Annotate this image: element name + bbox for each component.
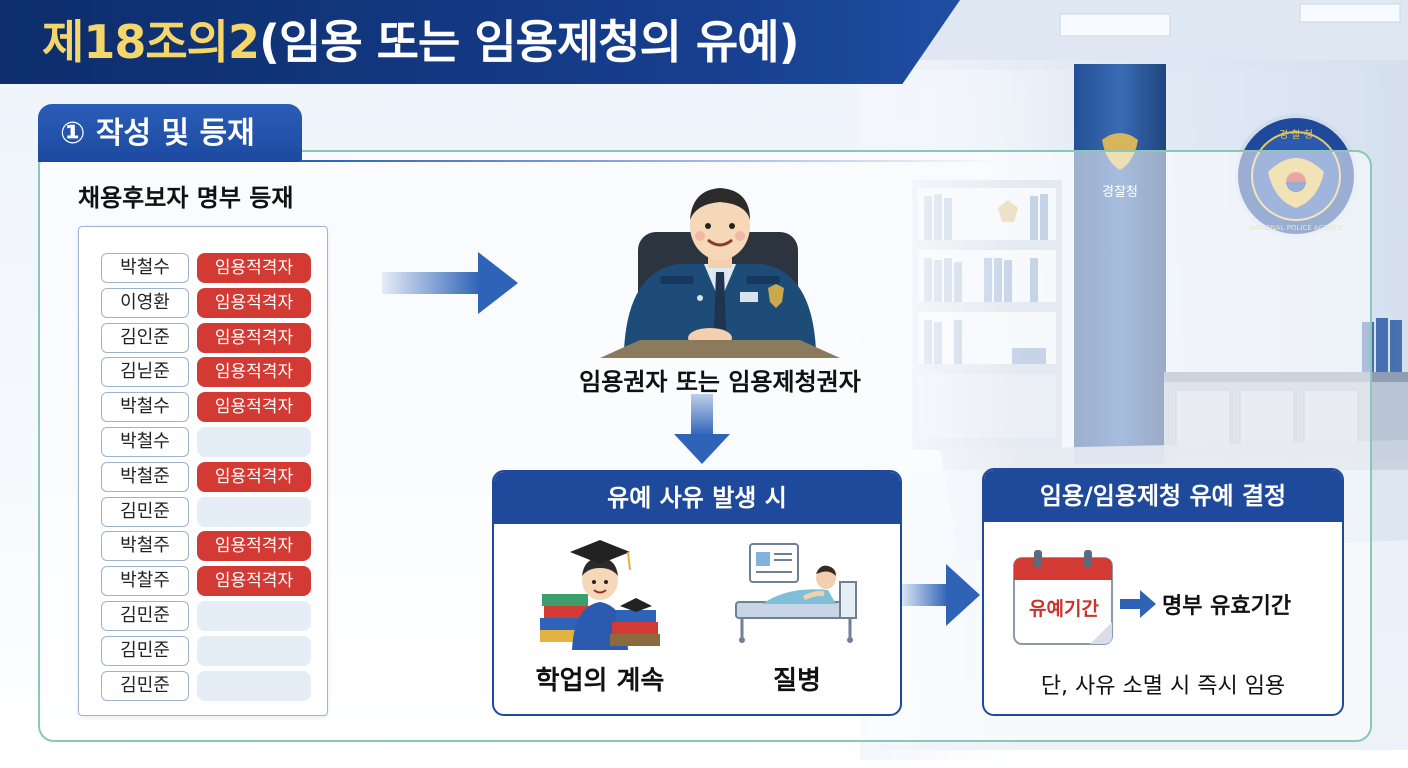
title-subject: (임용 또는 임용제청의 유예) [258,15,800,69]
arrow-down-icon [674,394,730,464]
candidate-row: 박찰주 임용적격자 [101,566,313,597]
qualified-badge: 임용적격자 [197,322,311,353]
qualified-badge: 임용적격자 [197,531,311,562]
section-tab [38,104,302,162]
candidate-name: 이영환 [101,287,189,318]
graduate-icon [540,540,660,650]
title-article-number: 제18조의2 [42,15,260,69]
deferral-reason-panel: 유예 사유 발생 시 [492,470,902,716]
tab-divider [300,160,1000,162]
arrow-right-icon [382,252,518,314]
deferral-decision-header: 임용/임용제청 유예 결정 [984,470,1342,522]
qualified-badge: 임용적격자 [197,461,311,492]
candidate-name: 김민준 [101,496,189,527]
empty-status-slot [197,635,311,666]
candidate-row: 박철수 임용적격자 [101,392,313,423]
candidate-name: 박철수 [101,253,189,283]
candidate-row: 이영환 임용적격자 [101,287,313,318]
immediate-appointment-note: 단, 사유 소멸 시 즉시 임용 [1040,674,1286,699]
svg-text:경 찰 청: 경 찰 청 [1279,128,1313,141]
hospital-bed-icon [735,543,857,643]
candidate-row: 박철준 임용적격자 [101,461,313,492]
candidate-row: 김민준 [101,670,313,701]
calendar-icon [1013,550,1113,645]
candidate-name: 김민준 [101,670,189,701]
candidate-name: 김민준 [101,601,189,631]
candidate-row: 박철수 임용적격자 [101,253,313,283]
officer-label: 임용권자 또는 임용제청권자 [579,368,861,396]
reason-study-label: 학업의 계속 [535,666,665,696]
roster-validity-label: 명부 유효기간 [1162,594,1292,619]
candidate-row: 박철수 [101,427,313,457]
title-banner [0,0,960,84]
deferral-reason-header: 유예 사유 발생 시 [494,472,900,524]
candidate-name: 김인준 [101,322,189,353]
candidate-name: 김민준 [101,635,189,666]
empty-status-slot [197,427,311,457]
officer-illustration [600,188,840,358]
candidate-row: 김닏준 임용적격자 [101,357,313,388]
section-tab-label: ① 작성 및 등재 [60,116,255,151]
qualified-badge: 임용적격자 [197,392,311,423]
qualified-badge: 임용적격자 [197,566,311,597]
page-title: 제18조의2(임용 또는 임용제청의 유예) [42,12,800,72]
reason-illness-label: 질병 [773,666,821,696]
candidate-row: 김민준 [101,635,313,666]
candidate-list-title: 채용후보자 명부 등재 [78,184,294,212]
candidate-name: 박철수 [101,392,189,423]
candidate-row: 김민준 [101,496,313,527]
candidate-name: 박찰주 [101,566,189,597]
empty-status-slot [197,496,311,527]
qualified-badge: 임용적격자 [197,287,311,318]
arrow-right-icon [902,564,980,626]
candidate-name: 박철수 [101,427,189,457]
candidate-row: 김인준 임용적격자 [101,322,313,353]
candidate-name: 김닏준 [101,357,189,388]
candidate-name: 박철주 [101,531,189,562]
candidate-name: 박철준 [101,461,189,492]
qualified-badge: 임용적격자 [197,357,311,388]
arrow-right-icon [1120,590,1156,618]
candidate-row: 김민준 [101,601,313,631]
candidate-row: 박철주 임용적격자 [101,531,313,562]
empty-status-slot [197,670,311,701]
deferral-period-label: 유예기간 [1029,598,1099,620]
qualified-badge: 임용적격자 [197,253,311,283]
empty-status-slot [197,601,311,631]
